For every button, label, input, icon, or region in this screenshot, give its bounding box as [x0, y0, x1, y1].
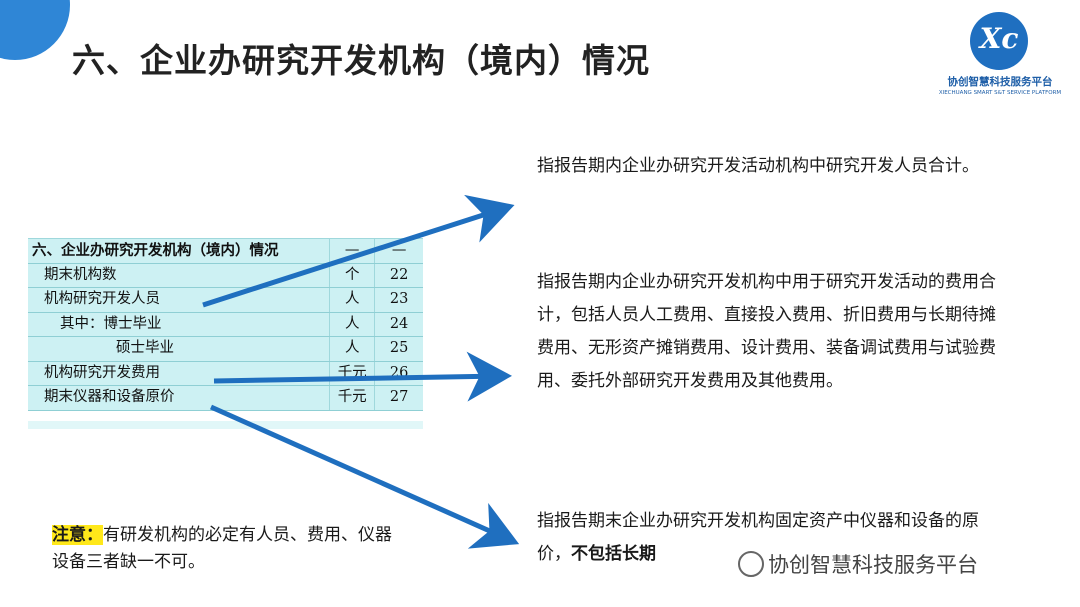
arrow-equipment: [209, 404, 520, 549]
table-row: 期末机构数 个 22: [28, 263, 423, 288]
wechat-icon: [738, 551, 764, 577]
equipment-description-bold: 不包括长期: [571, 544, 656, 564]
row-label: 其中：博士毕业: [60, 315, 162, 332]
page-title: 六、企业办研究开发机构（境内）情况: [72, 41, 650, 80]
expense-description: 指报告期内企业办研究开发机构中用于研究开发活动的费用合计，包括人员人工费用、直接…: [537, 272, 996, 391]
equipment-description: 指报告期末企业办研究开发机构固定资产中仪器和设备的原价，不包括长期: [537, 505, 1007, 571]
row-unit: 人: [329, 337, 374, 361]
note-label: 注意：: [52, 525, 103, 545]
personnel-description: 指报告期内企业办研究开发活动机构中研究开发人员合计。: [537, 156, 979, 176]
row-code: 27: [374, 386, 423, 410]
row-unit: 人: [329, 312, 374, 336]
logo-name: 协创智慧科技服务平台: [947, 76, 1053, 88]
note-text: 有研发机构的必定有人员、费用、仪器设备三者缺一不可。: [52, 525, 392, 572]
table-row: 机构研究开发人员 人 23: [28, 288, 423, 313]
form-table: 六、企业办研究开发机构（境内）情况 — — 期末机构数 个 22 机构研究开发人…: [28, 238, 423, 411]
row-code: 25: [374, 337, 423, 361]
table-row: 期末仪器和设备原价 千元 27: [28, 386, 423, 411]
table-header-label: 六、企业办研究开发机构（境内）情况: [32, 242, 279, 259]
logo-subname: XIECHUANG SMART S&T SERVICE PLATFORM: [938, 90, 1062, 96]
table-row: 机构研究开发费用 千元 26: [28, 361, 423, 386]
row-code: 24: [374, 312, 423, 336]
row-label: 期末机构数: [44, 266, 117, 283]
table-row: 其中：博士毕业 人 24: [28, 312, 423, 337]
row-code: 23: [374, 288, 423, 312]
row-label: 机构研究开发人员: [44, 291, 160, 307]
equipment-description-text: 指报告期末企业办研究开发机构固定资产中仪器和设备的原价，: [537, 511, 979, 564]
logo-circle-icon: [970, 12, 1028, 70]
arrow-expense: [213, 351, 512, 402]
row-label: 机构研究开发费用: [44, 364, 160, 381]
table-row: 硕士毕业 人 25: [28, 337, 423, 362]
arrow-personnel: [202, 194, 515, 308]
row-unit: 人: [329, 288, 374, 312]
row-unit: 个: [329, 263, 374, 287]
row-unit: 千元: [329, 386, 374, 410]
note: 注意：有研发机构的必定有人员、费用、仪器设备三者缺一不可。: [52, 522, 392, 576]
watermark: 协创智慧科技服务平台: [738, 548, 978, 580]
table-cropped-edge: [28, 421, 423, 429]
logo-mark: Xc: [979, 22, 1019, 55]
row-code: 22: [374, 263, 423, 287]
watermark-text: 协创智慧科技服务平台: [768, 553, 978, 577]
brand-logo: Xc 协创智慧科技服务平台 XIECHUANG SMART S&T SERVIC…: [930, 10, 1070, 100]
row-label: 期末仪器和设备原价: [44, 389, 175, 405]
table-header-row: 六、企业办研究开发机构（境内）情况 — —: [28, 239, 423, 264]
row-label: 硕士毕业: [116, 340, 174, 356]
